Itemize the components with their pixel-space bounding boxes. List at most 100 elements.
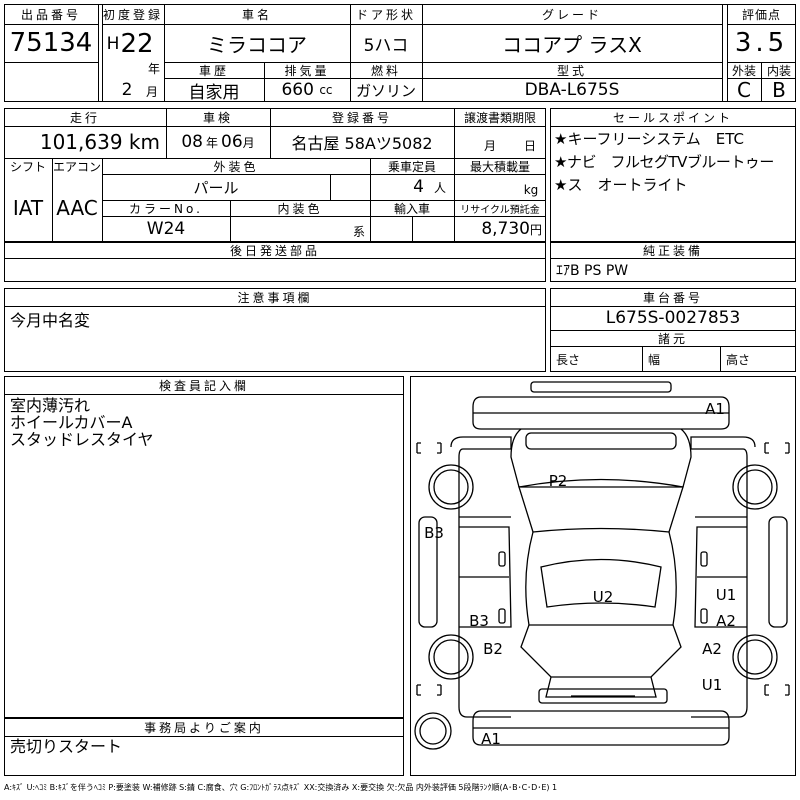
- first-reg-year-unit: 年: [147, 61, 160, 76]
- first-reg-label: 初度登録: [102, 7, 163, 22]
- plate-label: 登録番号: [331, 110, 392, 125]
- mark-a1-bottom: A1: [481, 730, 501, 748]
- score-label: 評価点: [741, 7, 781, 22]
- inspection-year-unit: 年: [205, 135, 218, 150]
- equipment-label: 純正装備: [642, 243, 703, 258]
- mileage-label: 走行: [69, 110, 100, 125]
- mark-b2: B2: [483, 640, 503, 658]
- aircon-label: エアコン: [52, 159, 101, 174]
- office-block: [4, 718, 404, 776]
- door-label: ドア形状: [355, 7, 416, 22]
- mark-b3-mid: B3: [469, 612, 489, 630]
- model-label: 型式: [556, 63, 587, 78]
- later-parts-block: [4, 242, 546, 282]
- car-name-label: 車名: [241, 7, 272, 22]
- grade-label: グレード: [541, 7, 602, 22]
- fuel-label: 燃料: [370, 63, 401, 78]
- inspection-month: 06: [221, 132, 243, 152]
- mark-a1-top: A1: [705, 400, 725, 418]
- score-int: B: [772, 78, 786, 102]
- history-label: 車歴: [198, 63, 229, 78]
- mark-a2-right: A2: [716, 612, 736, 630]
- history: 自家用: [188, 82, 240, 103]
- first-reg-year: 22: [120, 29, 154, 59]
- sales-points-block: [550, 108, 796, 242]
- mark-u1-right: U1: [715, 586, 737, 604]
- inspector-line-3: スタッドレスタイヤ: [10, 430, 154, 449]
- fuel: ガソリン: [355, 81, 416, 100]
- chassis-number: L675S-0027853: [605, 308, 741, 328]
- max-load-unit: kg: [523, 183, 539, 197]
- mid-block: [4, 108, 546, 242]
- equipment-block: [550, 242, 796, 282]
- inspector-line-1: 室内薄汚れ: [10, 396, 91, 415]
- score-ext-label: 外装: [731, 63, 756, 78]
- lot-label: 出品番号: [20, 7, 81, 22]
- displacement-unit: cc: [319, 83, 333, 97]
- import-label: 輸入車: [393, 201, 430, 216]
- first-reg-month-unit: 月: [145, 84, 158, 99]
- score-value: 3.5: [734, 28, 789, 58]
- notes-label: 注意事項欄: [237, 290, 313, 305]
- displacement-value: 660: [281, 80, 314, 100]
- displacement-label: 排気量: [284, 63, 330, 78]
- chassis-label: 車台番号: [642, 290, 703, 305]
- width-label: 幅: [648, 352, 661, 367]
- ext-color: パール: [193, 178, 239, 197]
- office-label: 事務局よりご案内: [144, 720, 264, 735]
- score-int-label: 内装: [766, 63, 791, 78]
- transfer-month-unit: 月: [483, 138, 496, 153]
- inspector-label: 検査員記入欄: [158, 378, 249, 393]
- sales-points-label: セールスポイント: [612, 110, 733, 125]
- color-no: W24: [146, 219, 186, 239]
- int-color-label: 内装色: [277, 201, 323, 216]
- displacement: 660 cc: [264, 78, 350, 102]
- sales-point-2: ★ナビ フルセグTVブルートゥー: [554, 153, 774, 171]
- top-block: [4, 4, 796, 102]
- sales-point-1: ★キーフリーシステム ETC: [554, 130, 745, 148]
- first-reg-month: 2: [121, 80, 133, 100]
- mark-b3-left: B3: [424, 524, 444, 542]
- inspector-block: [4, 376, 404, 718]
- mark-p2: P2: [548, 472, 568, 490]
- mileage: 101,639 km: [4, 126, 166, 158]
- mileage-value: 101,639: [39, 130, 123, 154]
- inspection-year: 08: [181, 132, 203, 152]
- inspection-label: 車検: [202, 110, 233, 125]
- recycle-value: 8,730: [481, 219, 530, 239]
- plate-number: 名古屋 58Aツ5082: [291, 134, 433, 153]
- capacity-value: 4: [413, 177, 424, 197]
- car-outline: [414, 381, 790, 750]
- mark-u1-right-low: U1: [701, 676, 723, 694]
- lot-number: 75134: [9, 28, 93, 58]
- notes-block: [4, 288, 546, 372]
- first-reg-era: H: [106, 34, 120, 54]
- ext-color-label: 外装色: [213, 159, 259, 174]
- max-load-label: 最大積載量: [469, 159, 530, 174]
- door-type: 5ハコ: [363, 35, 409, 56]
- recycle-label: リサイクル預託金: [460, 204, 540, 216]
- capacity-unit: 人: [433, 180, 446, 195]
- car-name: ミラココア: [207, 32, 307, 57]
- recycle-unit: 円: [529, 222, 542, 237]
- length-label: 長さ: [556, 352, 581, 367]
- aircon: AAC: [56, 196, 98, 220]
- mark-u2: U2: [592, 588, 614, 606]
- transfer-label: 譲渡書類期限: [463, 110, 536, 125]
- int-color-unit: 系: [352, 224, 365, 239]
- height-label: 高さ: [726, 352, 751, 367]
- mileage-unit: km: [128, 130, 160, 154]
- model: DBA-L675S: [524, 80, 620, 100]
- transfer-day-unit: 日: [523, 138, 536, 153]
- grade: ココアプ ラスX: [502, 32, 642, 57]
- notes-text: 今月中名変: [10, 311, 91, 330]
- mark-a2-right-low: A2: [702, 640, 722, 658]
- color-no-label: カラーNo.: [129, 201, 203, 216]
- capacity-label: 乗車定員: [387, 159, 436, 174]
- dims-label: 諸元: [657, 331, 688, 346]
- legend: A:ｷｽﾞ U:ﾍｺﾐ B:ｷｽﾞを伴うﾍｺﾐ P:要塗装 W:補修跡 S:錆 …: [4, 782, 558, 792]
- score-ext: C: [737, 78, 751, 102]
